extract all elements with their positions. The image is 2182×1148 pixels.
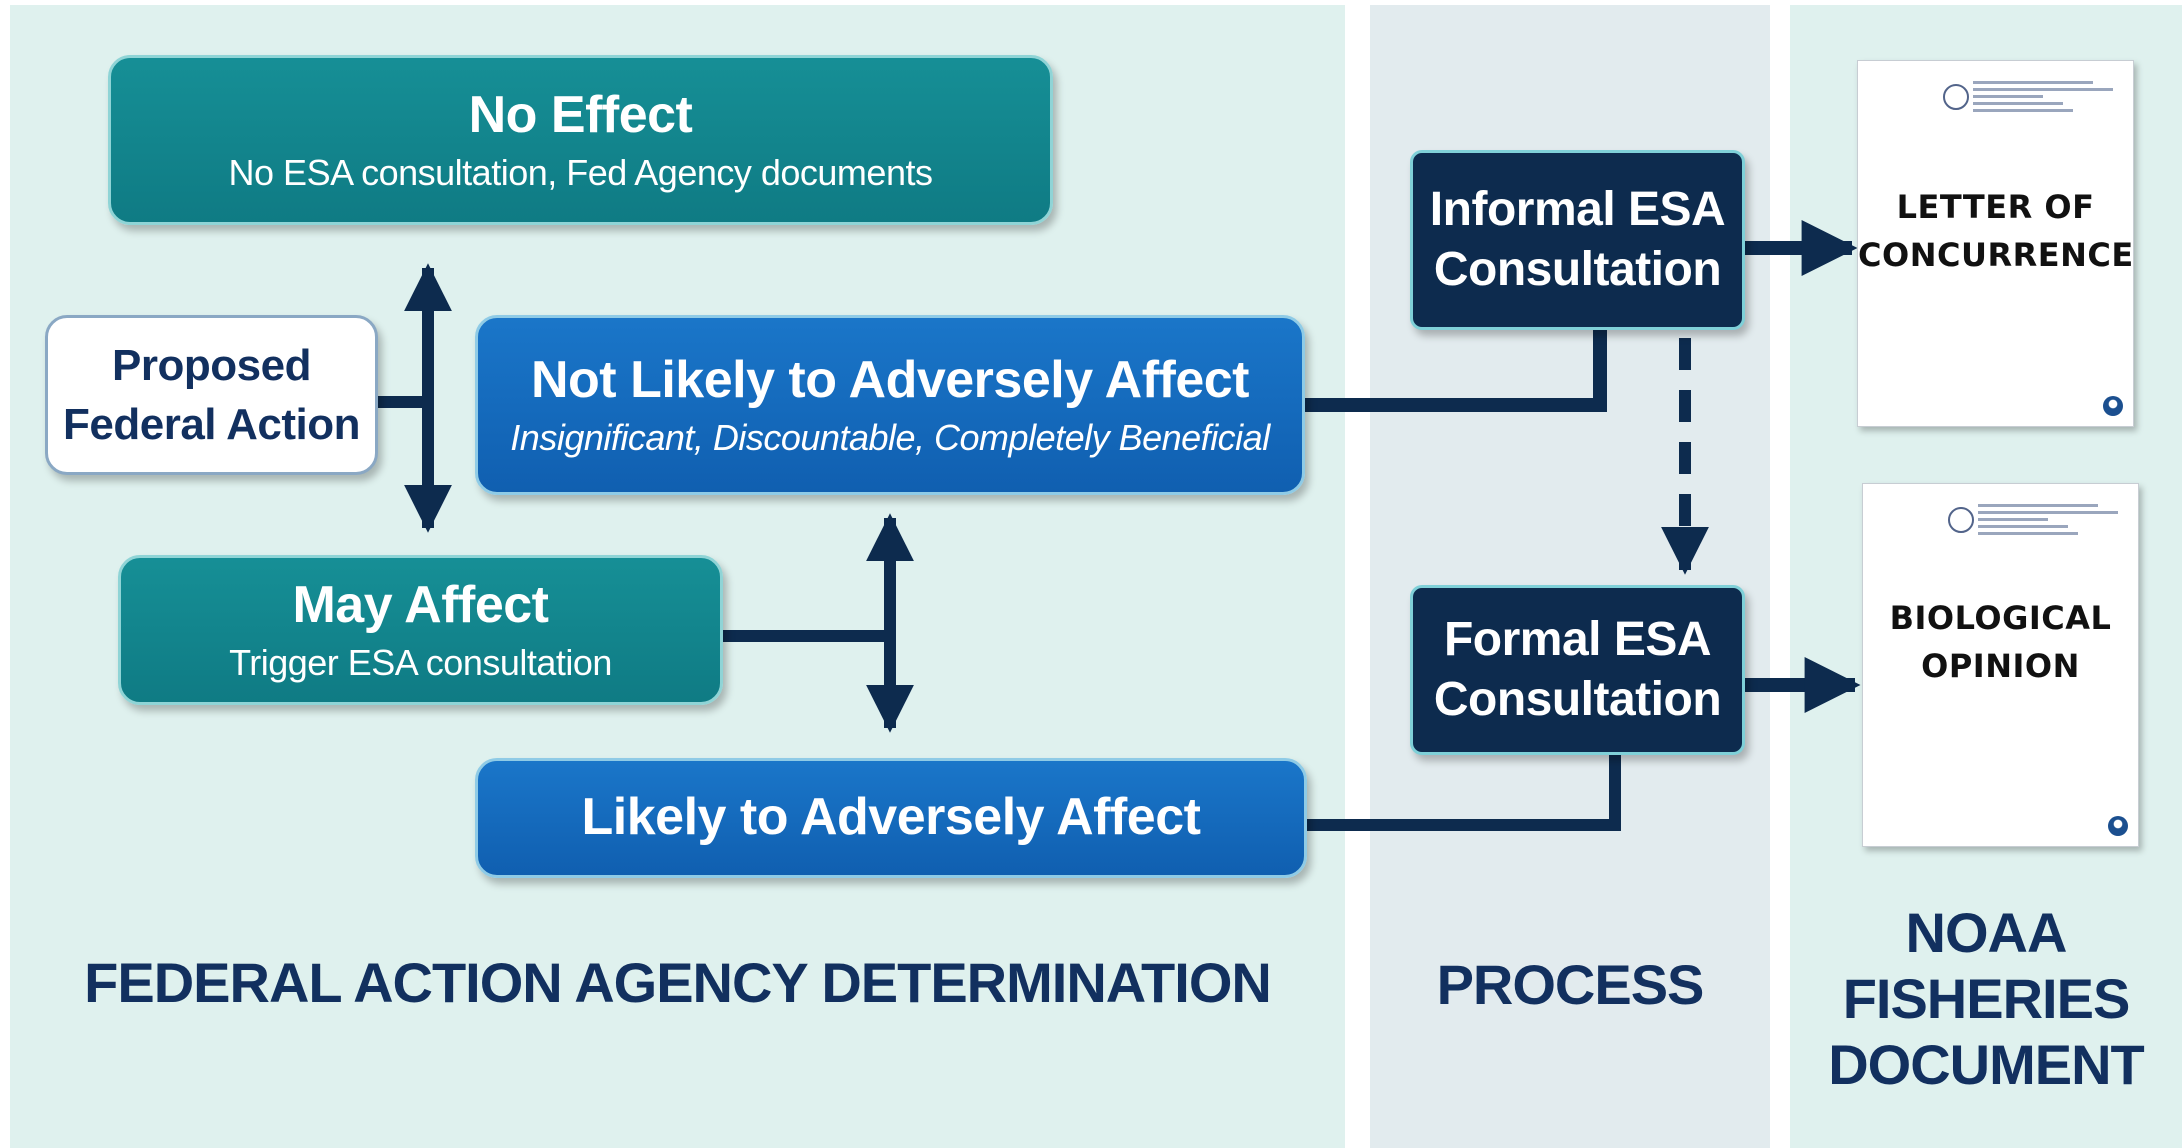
laa-to-formal-line [1305,752,1621,831]
biop-title: BIOLOGICAL OPINION [1863,594,2138,690]
determination-section-label: FEDERAL ACTION AGENCY DETERMINATION [84,951,1272,1014]
noaa-document-section-label: NOAA FISHERIES DOCUMENT [1790,900,2182,1098]
noaa-logo-icon [2103,396,2123,416]
laa-title: Likely to Adversely Affect [581,788,1201,847]
commerce-seal-icon [1943,84,1969,110]
noaa-label-line3: DOCUMENT [1828,1033,2145,1097]
loc-title-line1: LETTER OF [1896,188,2095,226]
doc-letterhead [1943,81,2123,116]
biological-opinion-document: BIOLOGICAL OPINION [1862,483,2139,847]
formal-line2: Consultation [1433,673,1722,726]
formal-line1: Formal ESA [1443,613,1712,666]
loc-title-line2: CONCURRENCE [1858,236,2134,274]
may-affect-subtitle: Trigger ESA consultation [229,642,612,684]
nlaa-subtitle: Insignificant, Discountable, Completely … [510,417,1270,459]
nlaa-title: Not Likely to Adversely Affect [530,350,1250,409]
commerce-seal-icon [1948,507,1974,533]
biop-title-line1: BIOLOGICAL [1889,599,2112,637]
proposed-federal-action-box: Proposed Federal Action [45,315,378,475]
nlaa-to-informal-line [1305,330,1607,412]
may-affect-title: May Affect [292,575,549,634]
proposed-line2: Federal Action [63,400,360,449]
no-effect-box: No Effect No ESA consultation, Fed Agenc… [108,55,1053,225]
noaa-label-line1: NOAA [1905,901,2068,964]
formal-consultation-box: Formal ESA Consultation [1410,585,1745,755]
letter-of-concurrence-document: LETTER OF CONCURRENCE [1857,60,2134,427]
no-effect-title: No Effect [468,85,693,144]
noaa-logo-icon [2108,816,2128,836]
laa-box: Likely to Adversely Affect [475,758,1307,878]
informal-line1: Informal ESA [1429,183,1726,236]
nlaa-box: Not Likely to Adversely Affect Insignifi… [475,315,1305,495]
noaa-label-line2: FISHERIES [1842,967,2131,1031]
loc-title: LETTER OF CONCURRENCE [1858,183,2133,279]
biop-title-line2: OPINION [1921,647,2080,685]
informal-line2: Consultation [1433,243,1722,296]
no-effect-subtitle: No ESA consultation, Fed Agency document… [228,152,933,194]
process-section-label: PROCESS [1436,953,1705,1016]
may-affect-box: May Affect Trigger ESA consultation [118,555,723,705]
proposed-line1: Proposed [112,340,311,390]
doc-letterhead [1948,504,2128,539]
informal-consultation-box: Informal ESA Consultation [1410,150,1745,330]
